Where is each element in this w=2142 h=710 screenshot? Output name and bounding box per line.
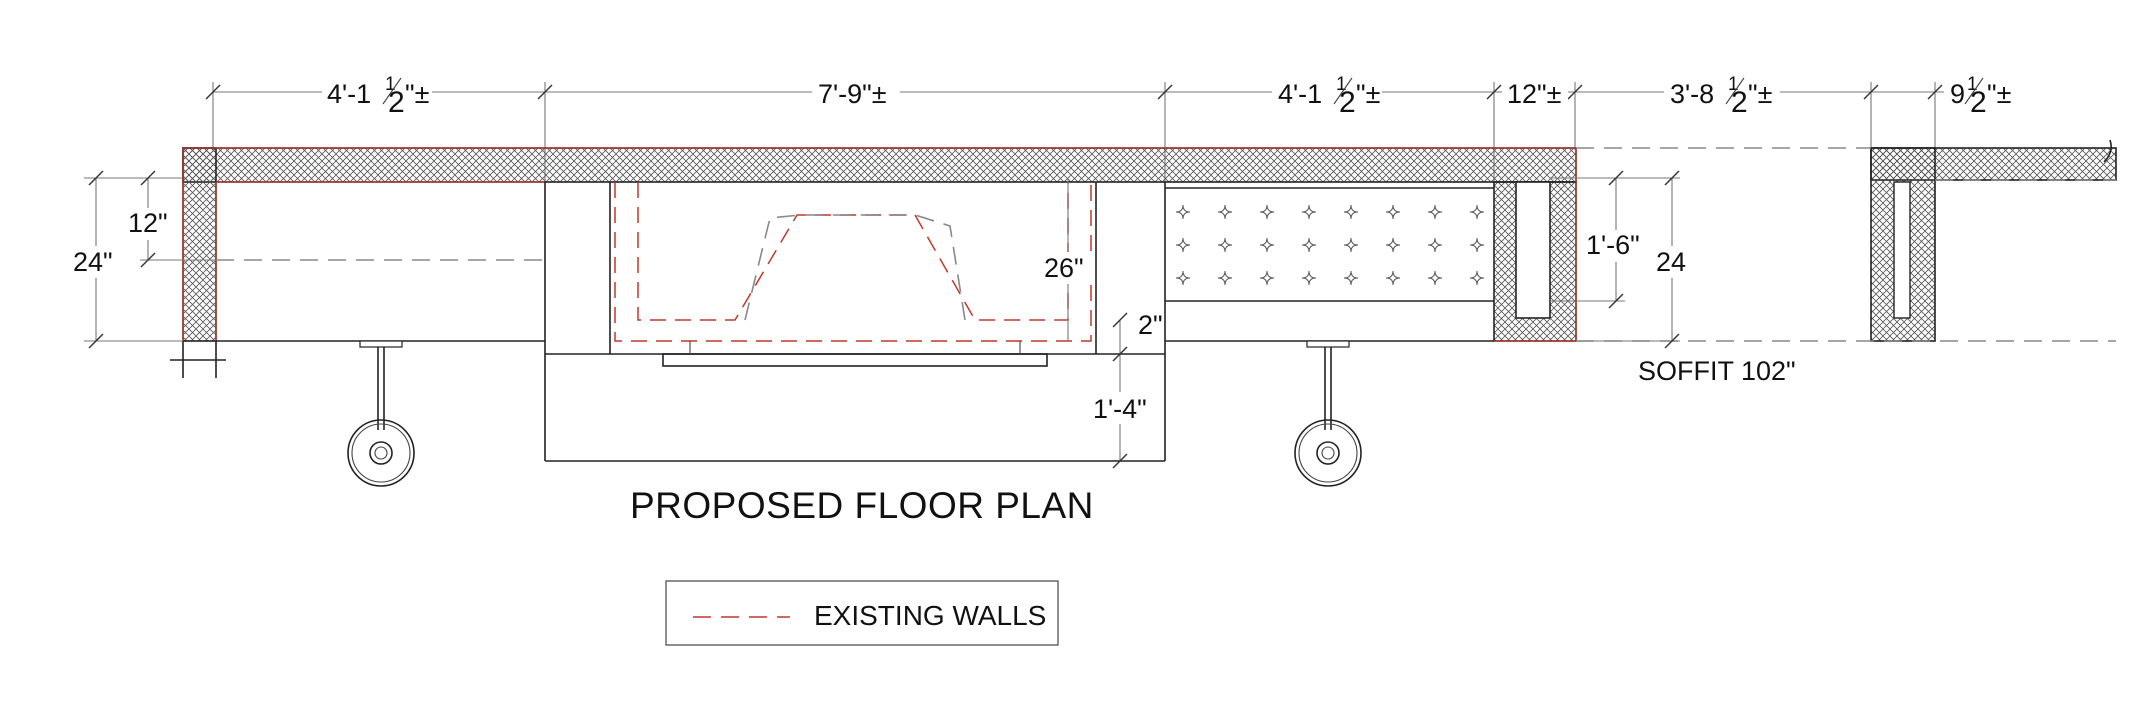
panel-star-icon xyxy=(1301,270,1317,286)
dim-cabinet-outer: 24 xyxy=(1656,247,1686,277)
svg-text:1: 1 xyxy=(385,74,396,95)
dim-label-2: 7'-9"± xyxy=(818,79,887,109)
panel-star-icon xyxy=(1175,237,1191,253)
panel-star-icon xyxy=(1427,237,1443,253)
dim-label-1: 4'-1 1 2 "± xyxy=(327,74,429,119)
panel-star-icon xyxy=(1469,237,1485,253)
svg-text:"±: "± xyxy=(405,79,429,109)
drawing-title: PROPOSED FLOOR PLAN xyxy=(630,485,1094,526)
range-front-rail xyxy=(662,353,1048,367)
svg-text:1: 1 xyxy=(1967,74,1978,95)
svg-text:2: 2 xyxy=(1339,86,1356,119)
dim-left-outer: 24" xyxy=(73,247,113,277)
legend-label: EXISTING WALLS xyxy=(814,600,1046,631)
svg-text:9: 9 xyxy=(1950,79,1965,109)
right-vertical-dims xyxy=(1550,170,1680,349)
sink-existing-walls xyxy=(614,182,1092,342)
dim-left-inner: 12" xyxy=(128,208,168,238)
svg-text:4'-1: 4'-1 xyxy=(1278,79,1322,109)
svg-text:2: 2 xyxy=(1731,86,1748,119)
panel-star-icon xyxy=(1301,204,1317,220)
dim-label-5: 3'-8 1 2 "± xyxy=(1670,74,1772,119)
panel-star-icon xyxy=(1385,204,1401,220)
svg-text:1: 1 xyxy=(1336,74,1347,95)
svg-text:2: 2 xyxy=(1970,86,1987,119)
legend-box xyxy=(665,580,1059,646)
dim-counter-ext: 1'-4" xyxy=(1093,394,1147,424)
panel-star-icon xyxy=(1469,270,1485,286)
svg-text:3'-8: 3'-8 xyxy=(1670,79,1714,109)
panel-star-icon xyxy=(1175,270,1191,286)
panel-star-icon xyxy=(1259,270,1275,286)
dim-cabinet-inner: 1'-6" xyxy=(1586,230,1640,260)
panel-star-icon xyxy=(1385,270,1401,286)
panel-star-icon xyxy=(1469,204,1485,220)
panel-star-icon xyxy=(1343,237,1359,253)
panel-star-icon xyxy=(1427,204,1443,220)
svg-text:"±: "± xyxy=(1748,79,1772,109)
panel-star-icon xyxy=(1259,204,1275,220)
svg-text:"±: "± xyxy=(1987,79,2011,109)
legend: EXISTING WALLS xyxy=(665,580,1059,646)
panel-star-icon xyxy=(1427,270,1443,286)
panel-star-icon xyxy=(1343,204,1359,220)
panel-star-icon xyxy=(1259,237,1275,253)
dim-sink-depth: 26" xyxy=(1044,253,1084,283)
svg-text:1: 1 xyxy=(1728,74,1739,95)
dim-label-4: 12"± xyxy=(1507,79,1561,109)
dim-label-3: 4'-1 1 2 "± xyxy=(1278,74,1380,119)
panel-star-icon xyxy=(1217,204,1233,220)
main-counter-wall xyxy=(182,147,1577,342)
dim-gap: 2" xyxy=(1138,310,1163,340)
decorative-panel xyxy=(1175,204,1485,286)
panel-star-icon xyxy=(1175,204,1191,220)
center-vertical-dims xyxy=(1067,178,1128,469)
panel-star-icon xyxy=(1217,270,1233,286)
panel-star-icon xyxy=(1385,237,1401,253)
panel-star-icon xyxy=(1217,237,1233,253)
dim-label-6: 9 1 2 "± xyxy=(1950,74,2011,119)
right-wall-detail xyxy=(1576,139,2117,342)
svg-text:4'-1: 4'-1 xyxy=(327,79,371,109)
panel-star-icon xyxy=(1301,237,1317,253)
panel-star-icon xyxy=(1343,270,1359,286)
stool-left xyxy=(347,340,415,487)
soffit-label: SOFFIT 102" xyxy=(1638,356,1796,386)
svg-text:2: 2 xyxy=(388,86,405,119)
svg-text:"±: "± xyxy=(1356,79,1380,109)
stool-right xyxy=(1294,340,1362,487)
counter-base xyxy=(170,182,1494,462)
